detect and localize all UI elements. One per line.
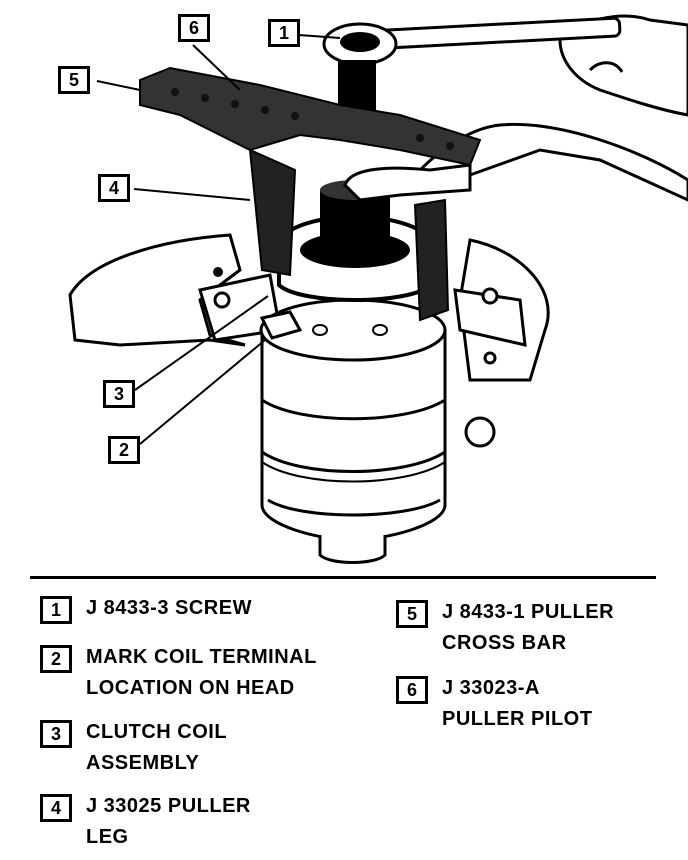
finger bbox=[343, 163, 472, 202]
compressor-puller-illustration bbox=[68, 14, 688, 564]
legend-item-2: 2 MARK COIL TERMINAL LOCATION ON HEAD bbox=[40, 645, 317, 704]
puller-leg-right bbox=[413, 198, 450, 322]
callout-1: 1 bbox=[268, 19, 300, 47]
callout-6: 6 bbox=[178, 14, 210, 42]
puller-cross-bar bbox=[139, 66, 482, 167]
callout-3: 3 bbox=[103, 380, 135, 408]
callout-4: 4 bbox=[98, 174, 130, 202]
legend-item-5: 5 J 8433-1 PULLER CROSS BAR bbox=[396, 600, 614, 659]
legend-text: J 33023-A PULLER PILOT bbox=[442, 677, 593, 730]
legend-text: J 8433-3 SCREW bbox=[86, 597, 252, 619]
legend-divider bbox=[30, 576, 656, 579]
legend-number: 3 bbox=[40, 720, 72, 748]
legend-text: J 8433-1 PULLER CROSS BAR bbox=[442, 601, 615, 654]
legend-item-4: 4 J 33025 PULLER LEG bbox=[40, 794, 251, 853]
callout-5: 5 bbox=[58, 66, 90, 94]
legend-text: CLUTCH COIL ASSEMBLY bbox=[86, 721, 228, 774]
compressor-body-outline bbox=[68, 233, 246, 347]
callout-2: 2 bbox=[108, 436, 140, 464]
legend-text: MARK COIL TERMINAL LOCATION ON HEAD bbox=[86, 646, 317, 699]
legend-number: 4 bbox=[40, 794, 72, 822]
legend-number: 1 bbox=[40, 596, 72, 624]
legend-item-3: 3 CLUTCH COIL ASSEMBLY bbox=[40, 720, 227, 779]
legend-number: 5 bbox=[396, 600, 428, 628]
legend-item-6: 6 J 33023-A PULLER PILOT bbox=[396, 676, 592, 735]
legend-item-1: 1 J 8433-3 SCREW bbox=[40, 596, 252, 624]
legend-text: J 33025 PULLER LEG bbox=[86, 795, 251, 848]
legend-number: 6 bbox=[396, 676, 428, 704]
legend-number: 2 bbox=[40, 645, 72, 673]
puller-leg-left bbox=[248, 148, 297, 277]
puller-pilot bbox=[320, 190, 390, 263]
